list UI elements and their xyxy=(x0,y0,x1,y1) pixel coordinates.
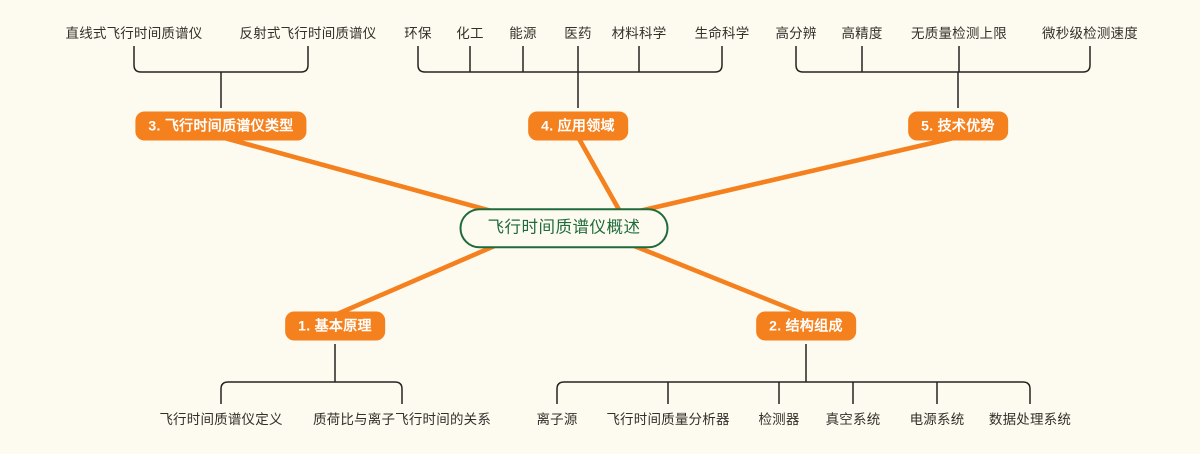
leaf-bar-branch-1 xyxy=(220,381,403,390)
branch-link-branch-4 xyxy=(575,135,625,217)
leaf-label[interactable]: 电源系统 xyxy=(909,412,965,427)
leaf-label[interactable]: 材料科学 xyxy=(611,26,667,41)
leaf-label[interactable]: 飞行时间质量分析器 xyxy=(606,412,730,427)
branch-link-branch-3 xyxy=(220,134,507,218)
leaf-label[interactable]: 质荷比与离子飞行时间的关系 xyxy=(312,412,492,427)
leaf-bar-branch-3 xyxy=(133,64,309,73)
branch-node-branch-2[interactable]: 2. 结构组成 xyxy=(756,311,856,341)
leaf-label[interactable]: 真空系统 xyxy=(825,412,881,427)
leaf-label[interactable]: 能源 xyxy=(509,26,537,41)
leaf-label[interactable]: 直线式飞行时间质谱仪 xyxy=(65,26,203,41)
leaf-label[interactable]: 环保 xyxy=(404,26,432,41)
branch-link-branch-2 xyxy=(621,238,807,318)
branch-node-branch-4[interactable]: 4. 应用领域 xyxy=(528,111,628,141)
leaf-label[interactable]: 反射式飞行时间质谱仪 xyxy=(239,26,377,41)
leaf-label[interactable]: 化工 xyxy=(456,26,484,41)
leaf-label[interactable]: 生命科学 xyxy=(694,26,750,41)
leaf-label[interactable]: 高分辨 xyxy=(775,26,817,41)
branch-node-branch-3[interactable]: 3. 飞行时间质谱仪类型 xyxy=(135,111,307,141)
leaf-label[interactable]: 无质量检测上限 xyxy=(911,26,1007,41)
leaf-bar-branch-4 xyxy=(417,64,723,73)
branch-node-branch-1[interactable]: 1. 基本原理 xyxy=(285,311,385,341)
leaf-label[interactable]: 离子源 xyxy=(536,412,578,427)
branch-node-branch-5[interactable]: 5. 技术优势 xyxy=(908,111,1008,141)
leaf-label[interactable]: 高精度 xyxy=(841,26,883,41)
leaf-label[interactable]: 检测器 xyxy=(758,412,800,427)
leaf-bar-branch-5 xyxy=(795,64,1091,73)
leaf-label[interactable]: 数据处理系统 xyxy=(988,412,1072,427)
leaf-bar-branch-2 xyxy=(556,381,1031,390)
branch-link-branch-1 xyxy=(334,238,507,318)
leaf-label[interactable]: 飞行时间质谱仪定义 xyxy=(159,412,283,427)
branch-link-branch-5 xyxy=(621,134,959,218)
center-node[interactable]: 飞行时间质谱仪概述 xyxy=(459,208,669,248)
leaf-label[interactable]: 医药 xyxy=(564,26,592,41)
leaf-label[interactable]: 微秒级检测速度 xyxy=(1042,26,1138,41)
